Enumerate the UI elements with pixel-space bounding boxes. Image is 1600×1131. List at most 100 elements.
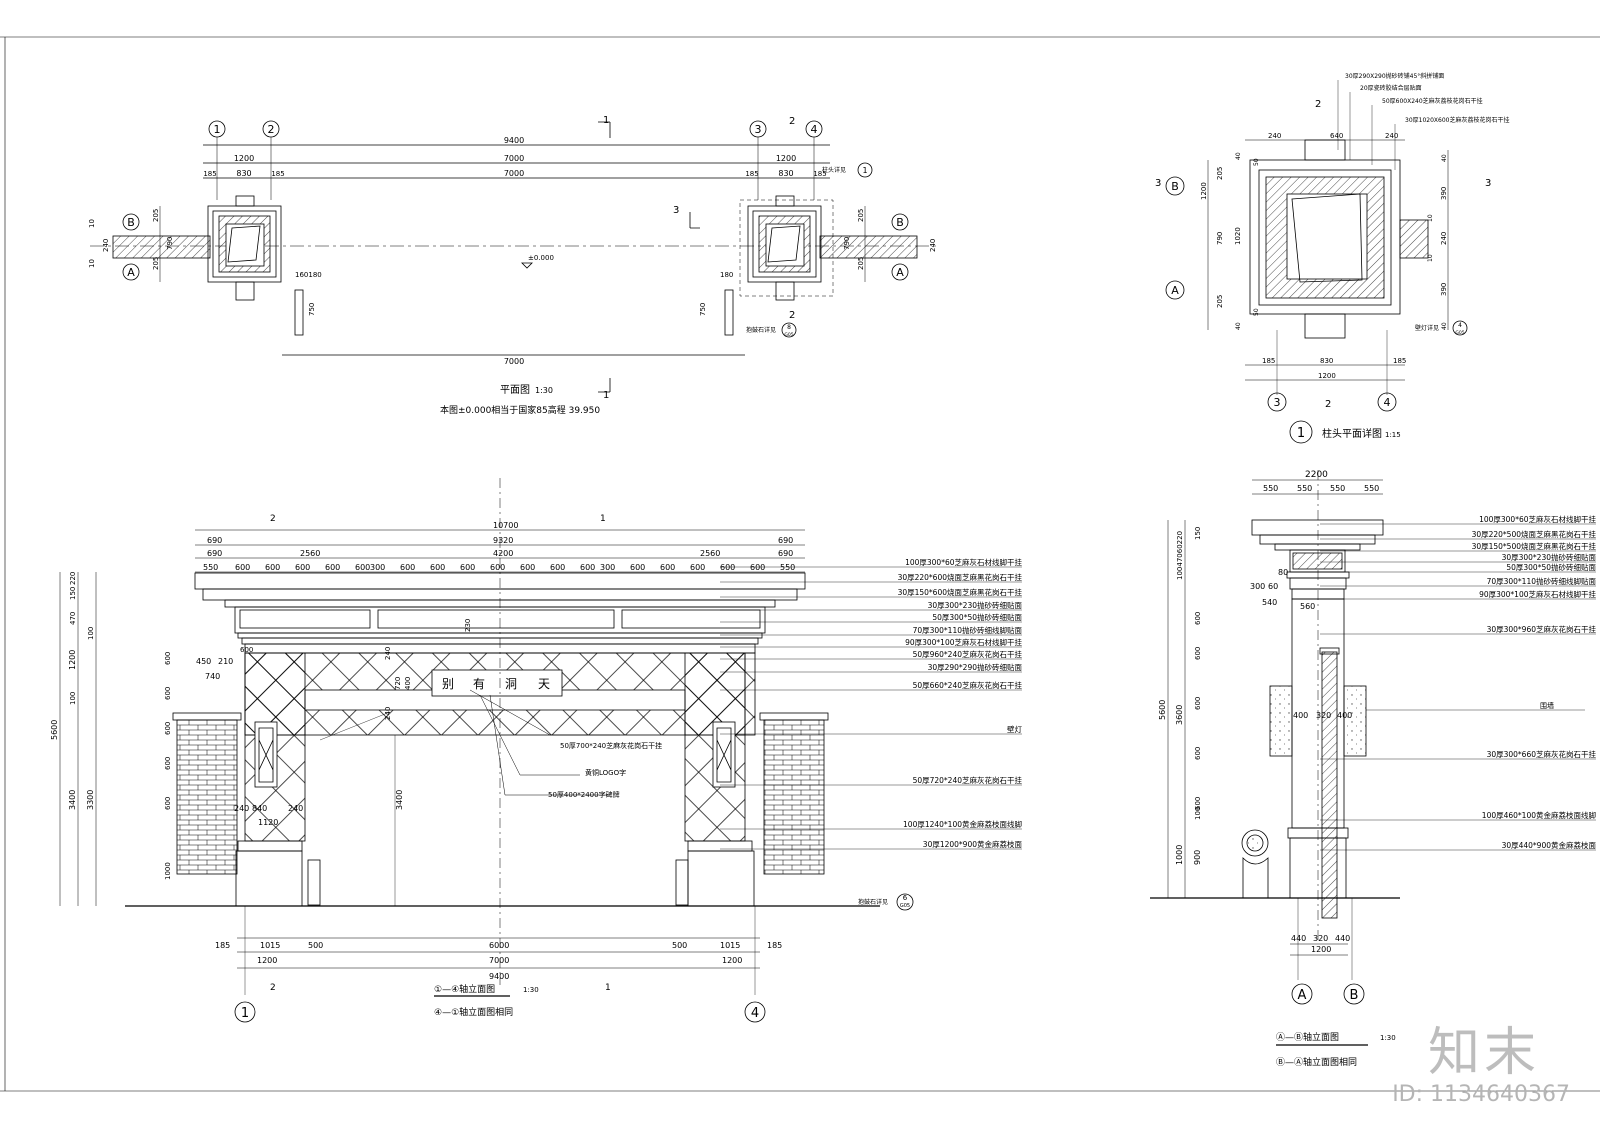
- side-dim-1200-b: 1200: [1311, 945, 1331, 954]
- front-dim-240-r: 240: [288, 804, 303, 813]
- colplan-dim-185-b: 185: [1393, 357, 1406, 365]
- side-dim-600-stack: 600: [1194, 747, 1202, 760]
- colplan-dim-40-r-b: 40: [1441, 322, 1448, 330]
- colplan-lamp-ref: 壁灯详见: [1415, 324, 1439, 332]
- plan-dim-10-b: 10: [88, 259, 96, 268]
- plan-section-1-top: 1: [603, 115, 609, 126]
- front-dim-690-a: 690: [207, 536, 222, 545]
- front-sign-note-1: 50厚700*240芝麻灰花岗石干挂: [560, 741, 662, 750]
- side-dim-80: 80: [1278, 568, 1288, 577]
- plan-dim-1200-l: 1200: [234, 154, 254, 163]
- front-dim-240-top: 240: [384, 647, 392, 660]
- front-dim-module: 600: [580, 563, 595, 572]
- plan-dim-205-l-a: 205: [152, 209, 160, 222]
- plan-view: 1 2 3 4 B A B A 9400 7000 7000 1200 1200…: [88, 115, 940, 416]
- side-axis-A: A: [1298, 988, 1307, 1003]
- front-callout-text: 50厚300*50抛砂砖细贴面: [932, 612, 1022, 622]
- plan-axis-1: 1: [214, 123, 221, 136]
- colplan-note-1: 30厚290X290抛砂砖铺45°斜拼铺面: [1345, 72, 1444, 80]
- colplan-section-3-r: 3: [1485, 178, 1491, 189]
- plan-axis-4: 4: [811, 123, 818, 136]
- front-dim-840: 840: [252, 804, 267, 813]
- colplan-index: 1: [1297, 426, 1305, 441]
- colplan-section-2-bottom: 2: [1325, 399, 1331, 410]
- colplan-dim-790: 790: [1216, 232, 1224, 245]
- colplan-dim-40-b: 40: [1235, 322, 1242, 330]
- colplan-note-2: 20厚瓷砖胶结合层贴面: [1360, 84, 1422, 92]
- front-dim-600-stack: 600: [164, 722, 172, 735]
- front-dim-500-l: 500: [308, 941, 323, 950]
- sheet-frame: [0, 36, 1600, 1092]
- front-section-2-bottom: 2: [270, 983, 276, 993]
- side-dim-400-r: 400: [1337, 711, 1352, 720]
- colplan-lamp-ref-sheet: G05: [1455, 330, 1464, 336]
- side-axis-B-bubble: [1343, 983, 1365, 1005]
- plan-dim-7000-bottom: 7000: [504, 357, 524, 366]
- side-callout-text: 30厚440*900黄金麻荔枝面: [1502, 840, 1597, 850]
- colplan-dim-830: 830: [1320, 357, 1333, 365]
- side-dim-600-stack: 600: [1194, 612, 1202, 625]
- side-subtitle: Ⓑ—Ⓐ轴立面图相同: [1276, 1056, 1357, 1068]
- side-dim-440-l: 440: [1291, 934, 1306, 943]
- front-callout-text: 50厚960*240芝麻灰花岗石干挂: [913, 649, 1023, 659]
- front-section-2-top: 2: [270, 514, 276, 524]
- front-dim-module: 600: [265, 563, 280, 572]
- plan-section-2-bottom: 2: [789, 310, 795, 321]
- front-dim-500-r: 500: [672, 941, 687, 950]
- front-callout-text: 30厚150*600烧面芝麻黑花岗石干挂: [898, 587, 1023, 597]
- side-axis-B: B: [1350, 988, 1359, 1003]
- front-dim-module: 300: [370, 563, 385, 572]
- front-dim-470: 470: [69, 612, 77, 625]
- colplan-axis-3: 3: [1274, 396, 1281, 409]
- side-dim-150: 150: [1194, 527, 1202, 540]
- side-callout-text: 50厚300*50抛砂砖细贴面: [1506, 562, 1596, 572]
- side-elevation: 2200 550 550 550 550 5600 3600 1000 900 …: [1150, 470, 1596, 1068]
- colplan-axis-3-bubble: [1267, 392, 1287, 412]
- side-callout-text: 30厚220*500烧面芝麻黑花岗石干挂: [1472, 529, 1597, 539]
- colplan-title: 柱头平面详图: [1322, 427, 1382, 440]
- front-detail-ref-num: 6: [903, 894, 908, 902]
- side-dim-300: 300: [1250, 582, 1265, 591]
- side-dim-600-stack: 600: [1194, 797, 1202, 810]
- plan-dim-7000-b: 7000: [504, 169, 524, 178]
- colplan-dim-240: 240: [1440, 232, 1448, 245]
- front-dim-185-r: 185: [767, 941, 782, 950]
- front-dim-module: 600: [630, 563, 645, 572]
- colplan-axis-4-bubble: [1377, 392, 1397, 412]
- front-callout-text: 30厚220*600烧面芝麻黑花岗石干挂: [898, 572, 1023, 582]
- colplan-axis-B-bubble: [1165, 176, 1185, 196]
- colplan-axis-A: A: [1171, 284, 1179, 297]
- front-dim-150: 150: [69, 587, 77, 600]
- front-dim-1200-l: 1200: [257, 956, 277, 965]
- plan-dim-205-r-a: 205: [857, 209, 865, 222]
- front-subtitle: ④—①轴立面图相同: [434, 1006, 513, 1018]
- plan-axis-2: 2: [268, 123, 275, 136]
- front-dim-1200-r: 1200: [722, 956, 742, 965]
- colplan-axis-4: 4: [1384, 396, 1391, 409]
- front-dim-2560-l: 2560: [300, 549, 320, 558]
- front-dim-module: 600: [490, 563, 505, 572]
- plan-dim-7000-a: 7000: [504, 154, 524, 163]
- front-callout-text: 50厚660*240芝麻灰花岗石干挂: [913, 680, 1023, 690]
- colplan-note-3: 50厚600X240芝麻灰荔枝花岗石干挂: [1382, 97, 1483, 105]
- front-dim-module: 600: [520, 563, 535, 572]
- front-dim-module: 600: [355, 563, 370, 572]
- front-title: ①—④轴立面图: [434, 983, 495, 995]
- plan-detail-ref-column: 柱头详见: [822, 166, 846, 174]
- side-dim-550-d: 550: [1364, 484, 1379, 493]
- front-sign-char-4: 天: [538, 677, 550, 691]
- front-dim-740: 740: [205, 672, 220, 681]
- front-dim-80: 600: [240, 646, 253, 654]
- colplan-dim-640: 640: [1330, 132, 1343, 140]
- plan-dim-750-r: 750: [699, 303, 707, 316]
- plan-section-2-top: 2: [789, 116, 795, 127]
- front-section-1-top: 1: [600, 514, 606, 524]
- front-dim-600-stack: 600: [164, 757, 172, 770]
- side-dim-100: 100: [1194, 807, 1202, 820]
- colplan-dim-40-r-a: 40: [1441, 154, 1448, 162]
- plan-dim-185-c: 185: [745, 170, 758, 178]
- plan-dim-1200-r: 1200: [776, 154, 796, 163]
- side-callout-text: 100厚460*100黄金麻荔枝面线脚: [1482, 810, 1596, 820]
